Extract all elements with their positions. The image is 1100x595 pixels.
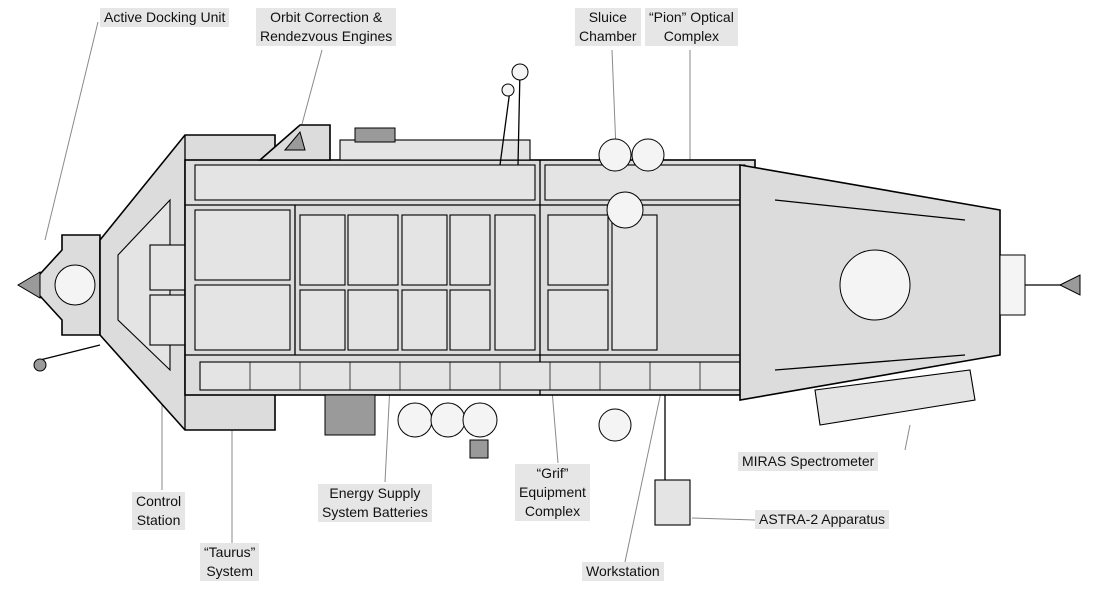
label-control-station: Control Station: [132, 492, 186, 530]
sluice-hatch: [606, 191, 644, 229]
leader-lines: [44, 21, 911, 563]
station-hull: [17, 63, 1081, 526]
miras-box: [814, 369, 976, 426]
label-grif-equipment-complex: “Grif” Equipment Complex: [515, 464, 590, 521]
label-miras-spectrometer: MIRAS Spectrometer: [738, 452, 879, 471]
label-workstation: Workstation: [582, 562, 664, 581]
label-sluice-chamber: Sluice Chamber: [575, 8, 641, 46]
label-energy-supply-batteries: Energy Supply System Batteries: [318, 484, 432, 522]
label-pion-optical-complex: “Pion” Optical Complex: [645, 8, 738, 46]
label-active-docking-unit: Active Docking Unit: [100, 8, 230, 27]
label-astra2-apparatus: ASTRA-2 Apparatus: [755, 510, 890, 529]
label-taurus-system: “Taurus” System: [200, 543, 260, 581]
aft-port: [839, 249, 911, 321]
label-orbit-correction-engines: Orbit Correction & Rendezvous Engines: [256, 8, 397, 46]
astra2-unit: [654, 479, 691, 526]
